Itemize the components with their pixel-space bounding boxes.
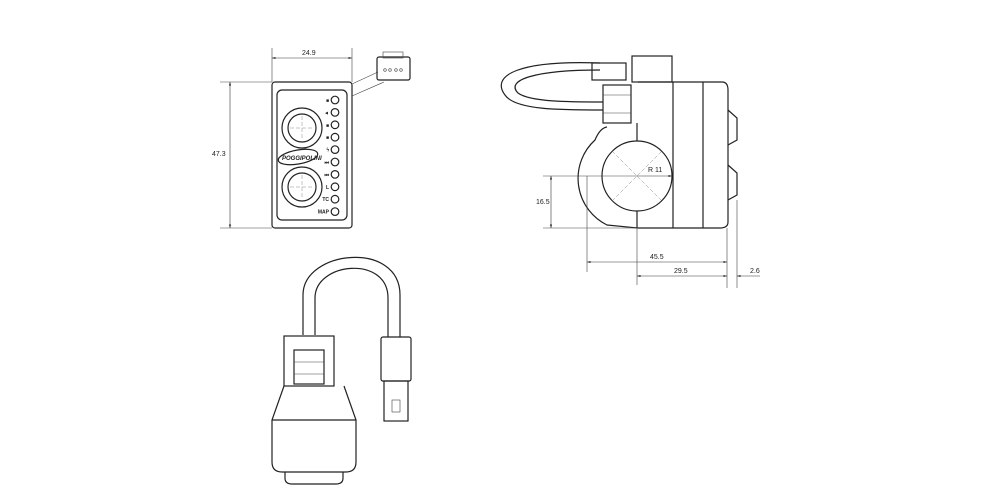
switch-body-bottom (271, 385, 357, 473)
side-button-lower (727, 164, 738, 201)
indicator-label: L (326, 185, 329, 191)
indicator-led (330, 132, 340, 142)
center-depth-dimension: 29.5 (674, 268, 688, 275)
indicator-label: ◄ (324, 110, 329, 116)
indicator-led (330, 120, 340, 130)
indicator-label: MAP (318, 210, 330, 216)
clamp-block (283, 335, 335, 387)
switch-body (271, 81, 353, 229)
svg-text:POGGIPOLINI: POGGIPOLINI (282, 156, 322, 162)
width-dimension: 24.9 (302, 50, 316, 57)
indicator-led (330, 157, 340, 167)
handlebar-clamp (577, 126, 639, 229)
indicator-label: ϟ (326, 148, 329, 154)
top-connector (631, 55, 673, 83)
lower-rotary-knob (281, 166, 323, 208)
cable-loop-bottom (302, 256, 401, 337)
height-dimension: 47.3 (212, 151, 226, 158)
housing (638, 81, 729, 229)
front-panel (276, 89, 348, 221)
indicator-list: ■ ◄ ■ ■ ϟ ⏭ ⏮ L TC MAP (318, 95, 340, 217)
upper-rotary-knob (281, 107, 323, 149)
bottom-view (271, 256, 412, 485)
side-button-upper (727, 109, 738, 146)
indicator-led (330, 194, 340, 204)
indicator-led (330, 207, 340, 217)
radius-dimension: R 11 (648, 167, 662, 174)
height-dimension: 16.5 (536, 199, 550, 206)
indicator-led (330, 145, 340, 155)
indicator-label: ⏭ (324, 160, 329, 166)
indicator-label: ■ (326, 135, 329, 141)
connector-plug-bottom (380, 336, 412, 422)
indicator-led (330, 95, 340, 105)
cable-loop (500, 62, 604, 111)
side-view: R 11 16.5 45.5 29.5 2.6 (500, 55, 760, 288)
indicator-label: ⏮ (324, 172, 329, 178)
indicator-label: TC (322, 197, 329, 203)
indicator-led (330, 182, 340, 192)
cable-gland (591, 62, 627, 81)
button-dimension: 2.6 (750, 268, 760, 275)
connector-plug (376, 51, 411, 81)
indicator-led (330, 169, 340, 179)
indicator-label: ■ (326, 123, 329, 129)
front-view: 24.9 47.3 POGGIPOLINI ■ ◄ ■ ■ ϟ ⏭ ⏮ L TC MAP (212, 48, 411, 229)
logo: POGGIPOLINI (277, 148, 322, 166)
nut (293, 349, 325, 385)
cable-nut (602, 84, 632, 124)
total-depth-dimension: 45.5 (650, 254, 664, 261)
indicator-led (330, 107, 340, 117)
indicator-label: ■ (326, 98, 329, 104)
